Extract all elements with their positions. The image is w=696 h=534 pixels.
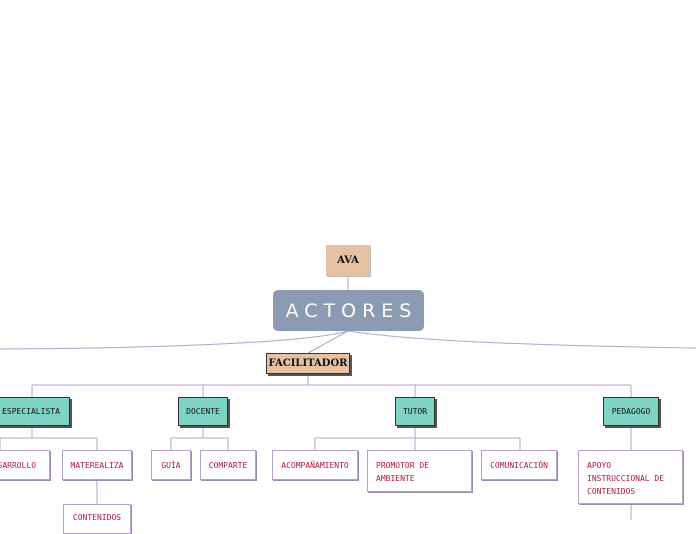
- facilitador-node[interactable]: FACILITADOR: [266, 353, 350, 374]
- contenidos-node[interactable]: CONTENIDOS: [63, 504, 131, 534]
- promotor-ambiente-node[interactable]: PROMOTOR DE AMBIENTE: [367, 450, 472, 492]
- link-root-facilitator: [307, 330, 349, 354]
- actores-root-node[interactable]: ACTORES: [273, 290, 424, 331]
- matereal-node[interactable]: MATEREALIZA: [62, 450, 132, 480]
- comparte-node[interactable]: COMPARTE: [200, 450, 256, 480]
- docente-node[interactable]: DOCENTE: [178, 397, 228, 426]
- tutor-node[interactable]: TUTOR: [395, 397, 435, 426]
- comunicacion-node[interactable]: COMUNICACIÓN: [481, 450, 557, 480]
- especialista-node[interactable]: ESPECIALISTA: [0, 397, 70, 426]
- ava-node[interactable]: AVA: [326, 245, 370, 276]
- guia-node[interactable]: GUÍA: [151, 450, 191, 480]
- link-root-left: [0, 330, 349, 350]
- connector-lines: [0, 276, 696, 520]
- pedagogo-node[interactable]: PEDAGOGO: [603, 397, 659, 426]
- acompanamiento-node[interactable]: ACOMPAÑAMIENTO: [272, 450, 358, 480]
- link-root-right: [347, 330, 696, 349]
- apoyo-instruccional-node[interactable]: APOYO INSTRUCCIONAL DE CONTENIDOS: [578, 450, 683, 504]
- desarrollo-node[interactable]: DESARROLLO: [0, 450, 50, 480]
